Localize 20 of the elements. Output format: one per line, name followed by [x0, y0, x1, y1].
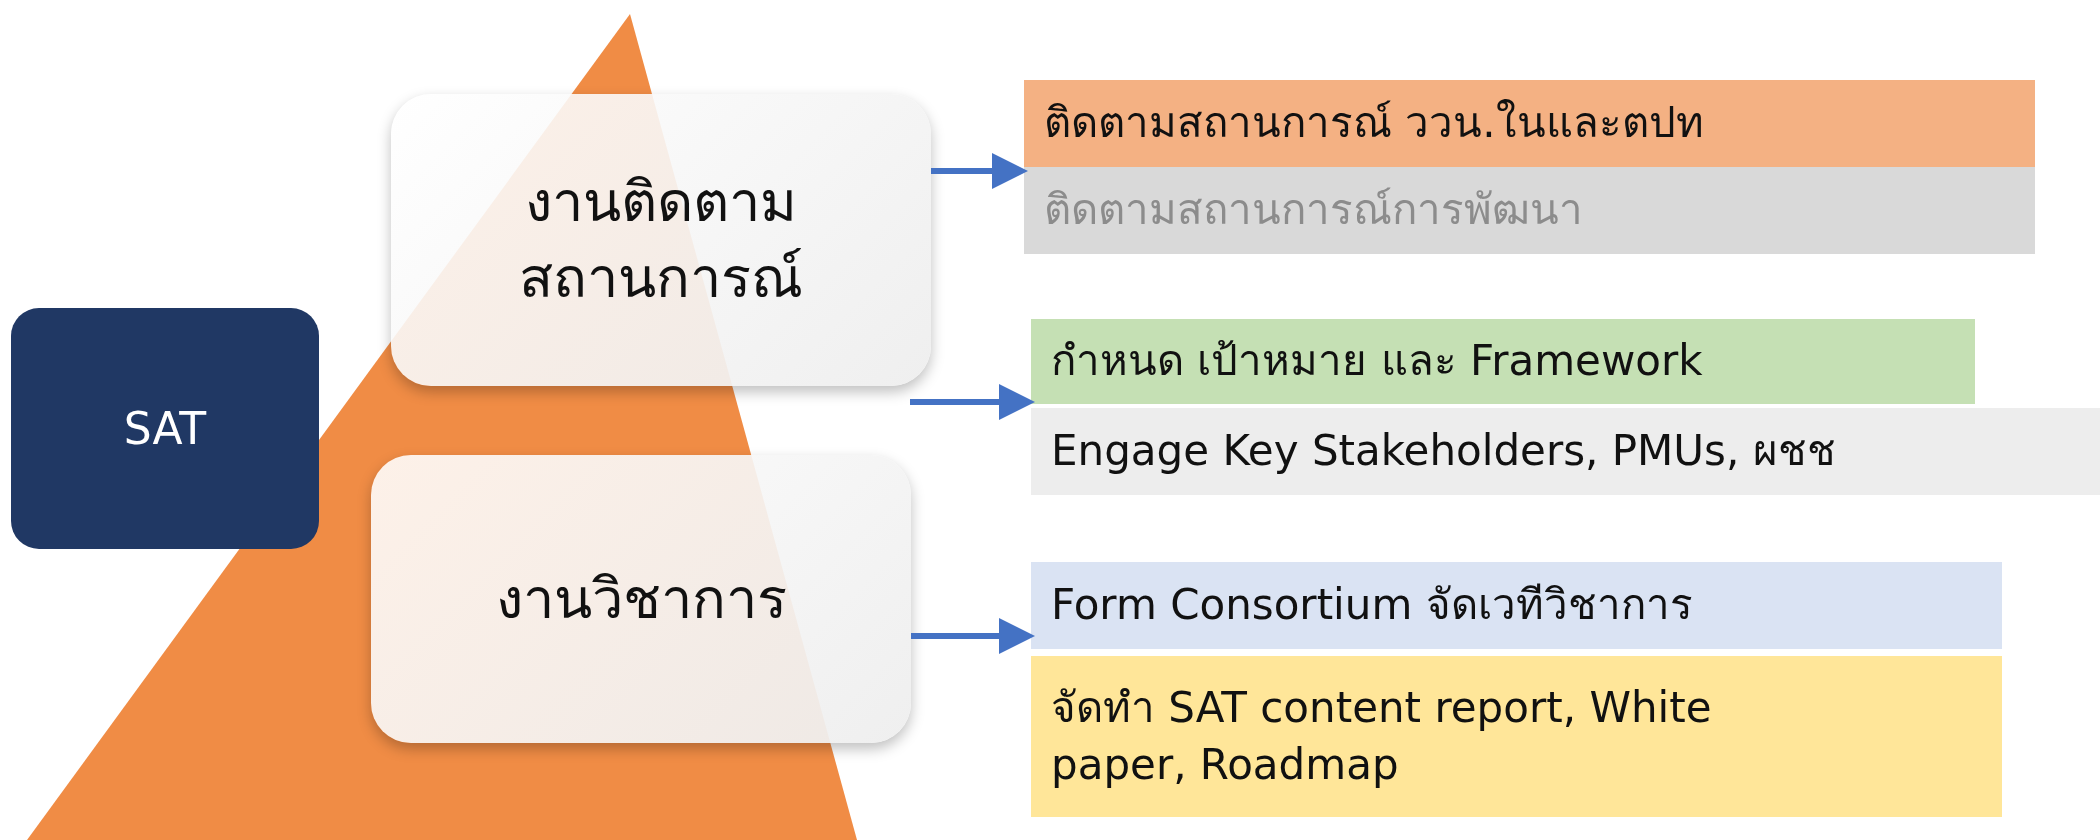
- task-box: [391, 94, 931, 386]
- node-text: Engage Key Stakeholders, PMUs, ผชช: [1051, 425, 1836, 478]
- arrow: [931, 153, 1028, 189]
- activity-bar: [1031, 562, 2002, 649]
- activity-bar: [1031, 319, 1975, 404]
- activity-bar: [1024, 80, 2035, 167]
- node-text: Form Consortium จัดเวทีวิชาการ: [1051, 579, 1693, 632]
- sat-box: [11, 308, 319, 549]
- arrow: [911, 618, 1035, 654]
- node-text: ติดตามสถานการณ์ ววน.ในและตปท: [1044, 97, 1704, 150]
- task-box: [371, 455, 911, 743]
- node-text: งานวิชาการ: [495, 565, 787, 634]
- node-text: SAT: [123, 401, 207, 456]
- node-text: จัดทำ SAT content report, White paper, Roadmap: [1051, 681, 1713, 791]
- activity-bar: [1031, 656, 2002, 817]
- activity-bar: [1024, 167, 2035, 254]
- node-text: ติดตามสถานการณ์การพัฒนา: [1044, 184, 1583, 237]
- node-text: กำหนด เป้าหมาย และ Framework: [1051, 335, 1703, 388]
- node-text: งานติดตามสถานการณ์: [518, 168, 804, 312]
- arrow: [910, 384, 1035, 420]
